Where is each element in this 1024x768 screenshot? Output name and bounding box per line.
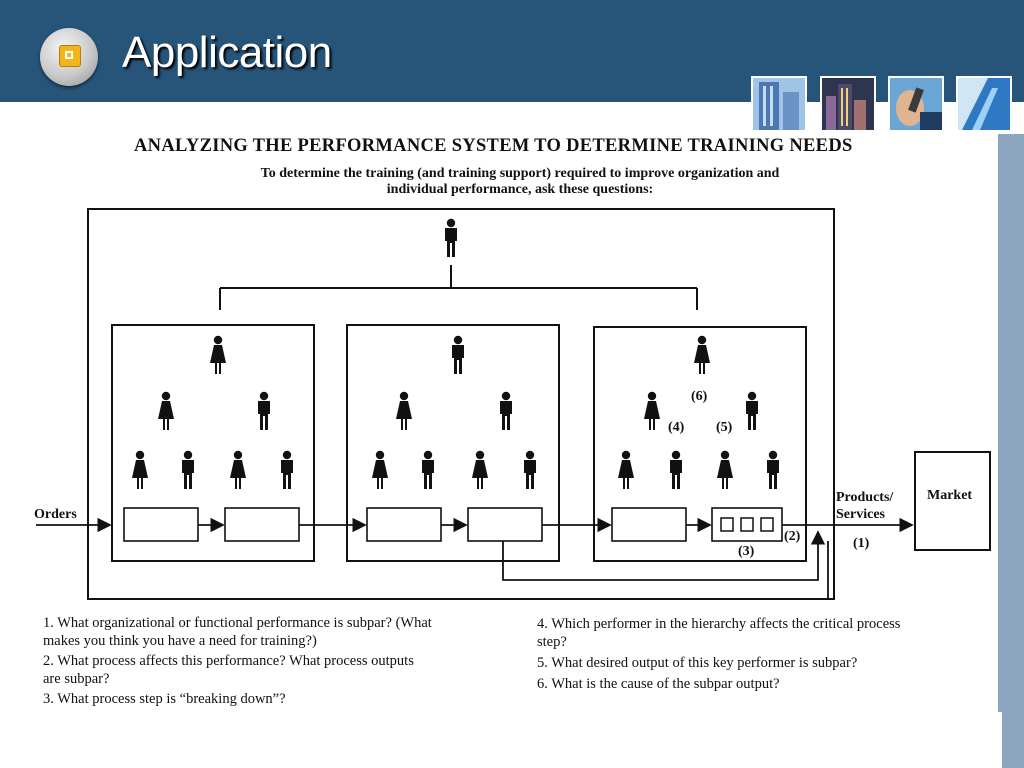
top-executive-figure — [445, 218, 457, 257]
marker-2: (2) — [784, 529, 801, 544]
question-text: are subpar? — [43, 671, 110, 687]
question-text: 6. What is the cause of the subpar outpu… — [537, 676, 780, 692]
performance-system-diagram — [36, 208, 991, 600]
worker-figure — [422, 450, 434, 489]
critical-process-step — [711, 507, 783, 542]
worker-figure — [670, 450, 682, 489]
supervisor-figure — [258, 391, 270, 430]
question-4: 4. Which performer in the hierarchy affe… — [537, 615, 987, 651]
question-text: 1. What organizational or functional per… — [43, 615, 432, 631]
phone-call-photo — [888, 76, 944, 132]
question-text: 5. What desired output of this key perfo… — [537, 655, 858, 671]
manager-figure — [452, 335, 464, 374]
marker-5: (5) — [716, 420, 733, 435]
manager-figure — [694, 335, 710, 374]
supervisor-figure — [644, 391, 660, 430]
city-night-photo — [820, 76, 876, 132]
figure-heading: ANALYZING THE PERFORMANCE SYSTEM TO DETE… — [134, 136, 853, 156]
worker-figure — [230, 450, 246, 489]
subheading-line-2: individual performance, ask these questi… — [386, 182, 654, 197]
process-step — [366, 507, 442, 542]
worker-figure — [717, 450, 733, 489]
question-list-right: 4. Which performer in the hierarchy affe… — [537, 615, 987, 693]
supervisor-figure — [746, 391, 758, 430]
question-2: 2. What process affects this performance… — [43, 652, 518, 688]
orders-label: Orders — [34, 507, 77, 522]
worker-figure — [182, 450, 194, 489]
question-6: 6. What is the cause of the subpar outpu… — [537, 675, 987, 693]
process-step — [467, 507, 543, 542]
supervisor-figure — [500, 391, 512, 430]
slide-title: Application — [122, 28, 332, 77]
question-3: 3. What process step is “breaking down”? — [43, 690, 518, 708]
worker-figure — [132, 450, 148, 489]
marker-4: (4) — [668, 420, 685, 435]
right-accent-bar — [998, 134, 1024, 768]
worker-figure — [618, 450, 634, 489]
products-services-label-line1: Products/ — [836, 490, 894, 505]
sub-step — [740, 517, 754, 532]
skyscraper-photo — [751, 76, 807, 132]
question-list-left: 1. What organizational or functional per… — [43, 614, 518, 708]
question-1: 1. What organizational or functional per… — [43, 614, 518, 650]
organization-frame — [87, 208, 835, 600]
marker-6: (6) — [691, 389, 708, 404]
function-box-2 — [346, 324, 560, 562]
products-services-label-line2: Services — [836, 507, 885, 522]
supervisor-figure — [396, 391, 412, 430]
manager-figure — [210, 335, 226, 374]
subheading-line-1: To determine the training (and training … — [260, 166, 780, 181]
worker-figure — [767, 450, 779, 489]
glass-building-photo — [956, 76, 1012, 132]
square-button-icon — [40, 28, 98, 86]
market-label: Market — [927, 488, 973, 503]
marker-1: (1) — [853, 536, 870, 551]
worker-figure — [472, 450, 488, 489]
sub-step — [720, 517, 734, 532]
sub-step — [760, 517, 774, 532]
process-step — [611, 507, 687, 542]
question-text: 3. What process step is “breaking down”? — [43, 691, 286, 707]
market-box — [914, 451, 991, 551]
question-text: 2. What process affects this performance… — [43, 653, 414, 669]
figure-subheading: To determine the training (and training … — [200, 166, 840, 198]
marker-3: (3) — [738, 544, 755, 559]
supervisor-figure — [158, 391, 174, 430]
question-text: step? — [537, 634, 567, 650]
function-box-3 — [593, 326, 807, 562]
function-box-1 — [111, 324, 315, 562]
right-accent-sliver — [998, 712, 1002, 768]
worker-figure — [524, 450, 536, 489]
worker-figure — [372, 450, 388, 489]
question-5: 5. What desired output of this key perfo… — [537, 654, 987, 672]
logo-inner-square — [59, 45, 81, 67]
worker-figure — [281, 450, 293, 489]
question-text: makes you think you have a need for trai… — [43, 633, 317, 649]
process-step — [123, 507, 199, 542]
question-text: 4. Which performer in the hierarchy affe… — [537, 616, 901, 632]
feedback-loop — [502, 530, 826, 581]
process-step — [224, 507, 300, 542]
